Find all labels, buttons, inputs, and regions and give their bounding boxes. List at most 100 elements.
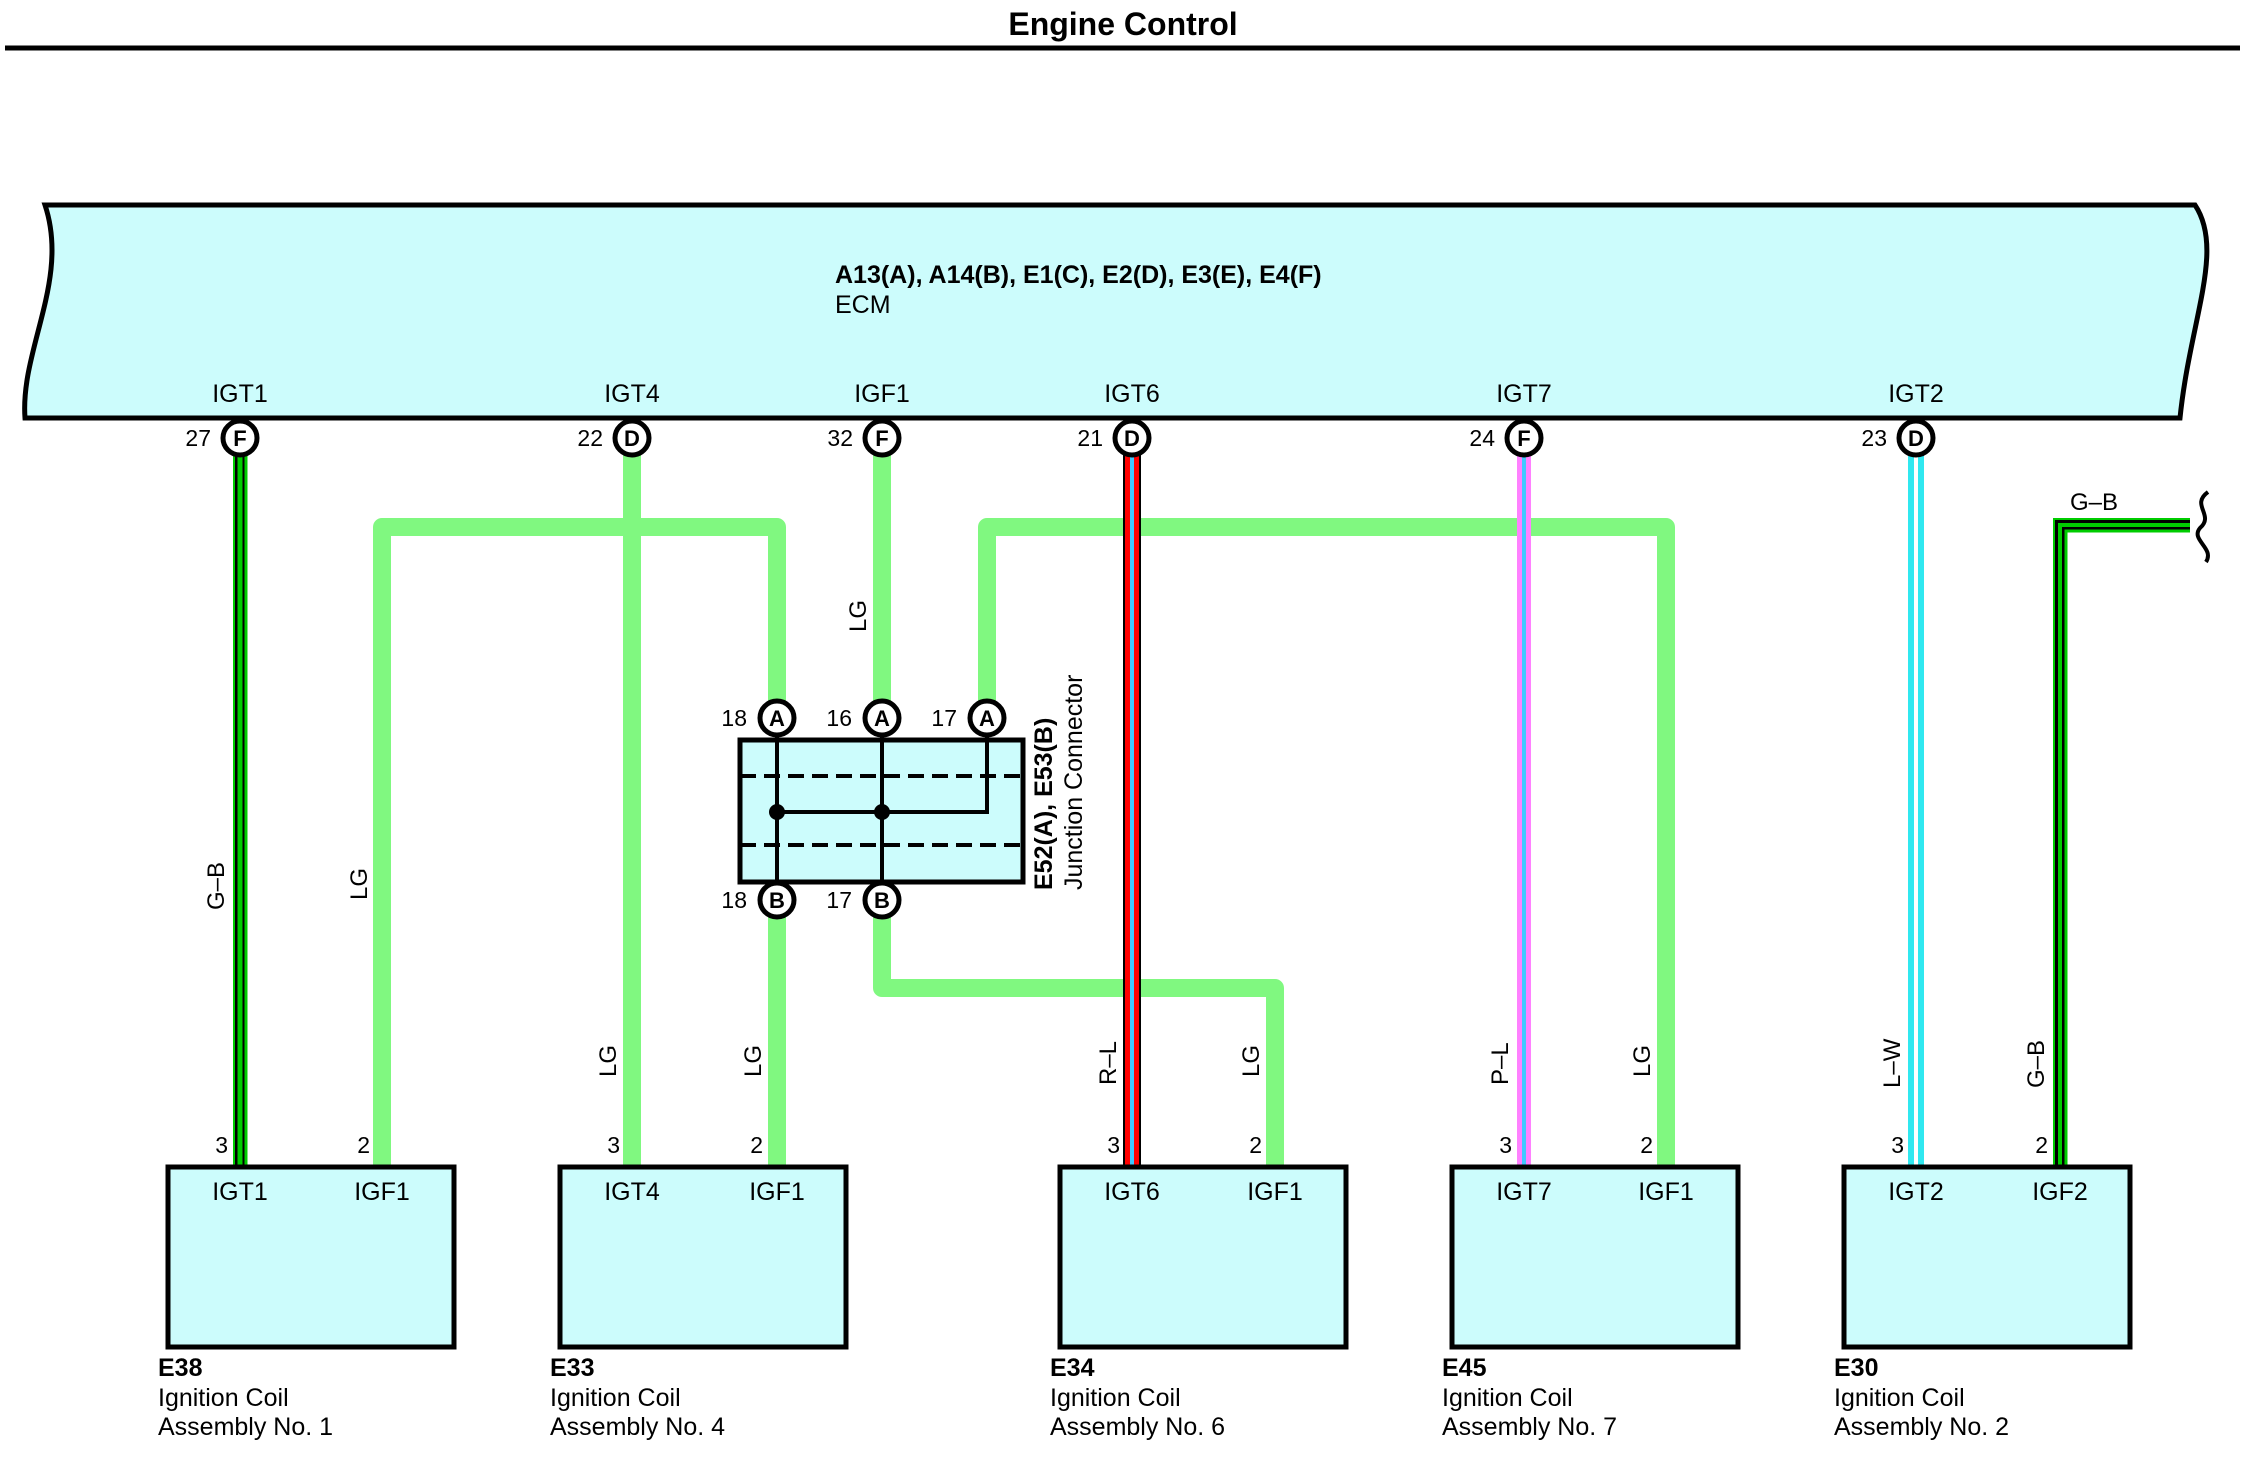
- coil-signal: IGF1: [1638, 1178, 1694, 1206]
- coil-signal: IGF1: [1247, 1178, 1303, 1206]
- coil-pin-number: 2: [1249, 1132, 1262, 1158]
- wire-label: LG: [1629, 1045, 1656, 1077]
- wire-label: R–L: [1095, 1041, 1122, 1085]
- wire-label: P–L: [1487, 1042, 1514, 1085]
- junction-bus: [777, 718, 989, 814]
- coil-signal: IGT7: [1496, 1178, 1552, 1206]
- junction-id: E52(A), E53(B): [1030, 718, 1058, 890]
- coil-signal: IGF1: [749, 1178, 805, 1206]
- wire-label: LG: [845, 600, 872, 632]
- coil-name: Ignition Coil: [1050, 1384, 1181, 1412]
- coil-id: E30: [1834, 1354, 1878, 1382]
- coil-signal: IGT6: [1104, 1178, 1160, 1206]
- page-title: Engine Control: [1008, 6, 1237, 42]
- coil-e34: 3 2 IGT6 IGF1 E34 Ignition Coil Assembly…: [1050, 1132, 1349, 1441]
- pin-circle: [612, 418, 652, 458]
- pin-number: 32: [827, 425, 853, 451]
- pin-circle: [220, 418, 260, 458]
- wire-label: LG: [595, 1045, 622, 1077]
- ecm-pin-labels: IGT1 IGT4 IGF1 IGT6 IGT7 IGT2: [212, 380, 1944, 408]
- ecm-pin-label: IGT1: [212, 380, 268, 408]
- pin-conn-letter: D: [1908, 426, 1924, 451]
- off-page-break-icon: [2195, 490, 2210, 564]
- coil-name: Ignition Coil: [158, 1384, 289, 1412]
- pin-circle: [757, 880, 797, 920]
- wire-label: G–B: [203, 862, 230, 910]
- pin-number: 17: [931, 705, 957, 731]
- wire-igf-e45: [978, 518, 1675, 1165]
- wire-igf2-edge: [2053, 518, 2190, 1165]
- pin-conn-letter: D: [624, 426, 640, 451]
- pin-conn-letter: A: [979, 706, 995, 731]
- coil-id: E38: [158, 1354, 203, 1382]
- coil-assembly: Assembly No. 4: [550, 1413, 725, 1441]
- coil-box: [557, 1164, 849, 1350]
- pin-conn-letter: B: [769, 888, 785, 913]
- coil-e30: 3 2 IGT2 IGF2 E30 Ignition Coil Assembly…: [1834, 1132, 2133, 1441]
- pin-circle: [1504, 418, 1544, 458]
- pin-conn-letter: A: [769, 706, 785, 731]
- coil-pin-number: 3: [215, 1132, 228, 1158]
- coil-signal: IGT2: [1888, 1178, 1944, 1206]
- pin-number: 18: [721, 887, 747, 913]
- wire-label: L–W: [1879, 1038, 1906, 1088]
- wire-igf2-stripe: [2058, 523, 2190, 1165]
- pin-conn-letter: F: [875, 426, 888, 451]
- pin-conn-letter: A: [874, 706, 890, 731]
- pin-circle: [757, 698, 797, 738]
- coil-assembly: Assembly No. 6: [1050, 1413, 1225, 1441]
- junction-name: Junction Connector: [1060, 675, 1088, 890]
- wire-igf2-edge: [2064, 529, 2190, 1165]
- coil-e33: 3 2 IGT4 IGF1 E33 Ignition Coil Assembly…: [550, 1132, 849, 1441]
- coil-id: E34: [1050, 1354, 1095, 1382]
- pin-number: 27: [185, 425, 211, 451]
- wires: [233, 438, 2210, 1165]
- ecm-pin-label: IGT6: [1104, 380, 1160, 408]
- wire-label: LG: [346, 868, 373, 900]
- coil-assembly: Assembly No. 2: [1834, 1413, 2009, 1441]
- junction-connector: A A A 18 16 17 B B 18 17 E52(A), E53(B) …: [721, 675, 1088, 920]
- pin-circle: [967, 698, 1007, 738]
- pin-conn-letter: B: [874, 888, 890, 913]
- ecm-pin-circles: F D F D F D 27 22 32 21 24 23: [185, 418, 1936, 458]
- pin-circle: [1112, 418, 1152, 458]
- ecm-pin-label: IGT7: [1496, 380, 1552, 408]
- pin-circle: [1896, 418, 1936, 458]
- ecm-box: [22, 202, 2210, 421]
- coil-pin-number: 2: [1640, 1132, 1653, 1158]
- pin-circle: [862, 698, 902, 738]
- coil-assembly: Assembly No. 7: [1442, 1413, 1617, 1441]
- coil-pin-number: 3: [1107, 1132, 1120, 1158]
- coil-pin-number: 2: [357, 1132, 370, 1158]
- coil-pin-number: 3: [1499, 1132, 1512, 1158]
- wire-igf2: [2054, 519, 2190, 1165]
- coil-name: Ignition Coil: [1442, 1384, 1573, 1412]
- ecm-pin-label: IGT2: [1888, 380, 1944, 408]
- wire-labels: G–B LG LG LG LG R–L LG P–L LG L–W G–B G–…: [203, 489, 2118, 1088]
- coil-id: E33: [550, 1354, 594, 1382]
- coil-signal: IGF2: [2032, 1178, 2088, 1206]
- coil-pin-number: 2: [2035, 1132, 2048, 1158]
- ecm-connectors: A13(A), A14(B), E1(C), E2(D), E3(E), E4(…: [835, 261, 1322, 289]
- coil-e45: 3 2 IGT7 IGF1 E45 Ignition Coil Assembly…: [1442, 1132, 1741, 1441]
- pin-conn-letter: D: [1124, 426, 1140, 451]
- pin-number: 16: [826, 705, 852, 731]
- coil-box: [1449, 1164, 1741, 1350]
- wire-label: LG: [740, 1045, 767, 1077]
- coil-signal: IGT4: [604, 1178, 660, 1206]
- pin-number: 18: [721, 705, 747, 731]
- coil-id: E45: [1442, 1354, 1487, 1382]
- coil-name: Ignition Coil: [550, 1384, 681, 1412]
- ecm-pin-label: IGF1: [854, 380, 910, 408]
- wire-label: G–B: [2023, 1040, 2050, 1088]
- splice-dot: [874, 804, 890, 820]
- wire-igf-e38-e33: [373, 518, 786, 1165]
- coil-assembly: Assembly No. 1: [158, 1413, 333, 1441]
- pin-circle: [862, 880, 902, 920]
- pin-number: 24: [1469, 425, 1495, 451]
- pin-number: 22: [577, 425, 603, 451]
- pin-number: 21: [1077, 425, 1103, 451]
- wire-label: G–B: [2070, 489, 2118, 516]
- wire-label: LG: [1238, 1045, 1265, 1077]
